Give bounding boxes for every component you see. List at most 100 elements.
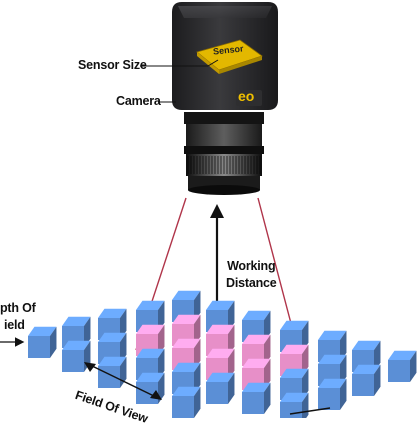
cube-top	[172, 290, 201, 300]
callouts	[0, 59, 219, 347]
cube-side	[264, 334, 271, 366]
cube-side	[340, 330, 347, 362]
depth-of-field-line-2: ield	[4, 318, 25, 332]
cube-top	[280, 320, 309, 330]
cube	[318, 330, 347, 362]
cube-top	[318, 354, 347, 364]
camera-body	[172, 2, 278, 110]
cube-side	[158, 348, 165, 380]
working-distance-head-up	[210, 204, 224, 218]
cube-top	[280, 368, 309, 378]
cube-side	[120, 308, 127, 340]
cube	[98, 356, 127, 388]
cube-top	[62, 316, 91, 326]
cube-side	[374, 340, 381, 372]
cube-side	[228, 300, 235, 332]
cube-top	[388, 350, 417, 360]
cube-front	[318, 388, 340, 410]
cube-top	[352, 340, 381, 350]
cube-side	[194, 290, 201, 322]
cube-top	[242, 358, 271, 368]
cube-side	[410, 350, 417, 382]
cube-side	[302, 320, 309, 352]
cube-side	[340, 378, 347, 410]
working-distance-label: Working Distance	[226, 258, 277, 292]
cube	[280, 392, 309, 424]
cube-side	[194, 338, 201, 370]
cube-side	[302, 344, 309, 376]
cube-side	[194, 362, 201, 394]
sensor-size-leader-tip	[207, 59, 219, 67]
cube-side	[84, 316, 91, 348]
object-cubes	[28, 290, 417, 424]
cube-top	[28, 326, 57, 336]
cube	[352, 364, 381, 396]
cube-top	[318, 378, 347, 388]
cube-side	[228, 372, 235, 404]
lens-barrel-icon	[184, 112, 264, 195]
cube-top	[62, 340, 91, 350]
cube-front	[280, 402, 302, 424]
lens-ring-upper	[186, 124, 262, 146]
cube-side	[302, 368, 309, 400]
cube-side	[50, 326, 57, 358]
cube	[172, 386, 201, 418]
cube-side	[228, 348, 235, 380]
cube-top	[206, 324, 235, 334]
cube-side	[264, 310, 271, 342]
cube-top	[136, 300, 165, 310]
cube-top	[280, 392, 309, 402]
cube-side	[264, 358, 271, 390]
cube-side	[194, 386, 201, 418]
cube-top	[172, 314, 201, 324]
cube-front	[28, 336, 50, 358]
cube-front	[98, 366, 120, 388]
working-distance-line-2: Distance	[226, 276, 277, 290]
cube-side	[120, 332, 127, 364]
cube-top	[206, 300, 235, 310]
cube-front	[388, 360, 410, 382]
cube	[172, 362, 201, 394]
lens-groove	[184, 146, 264, 154]
field-of-view-arrow	[84, 362, 331, 415]
cube-top	[98, 356, 127, 366]
cube	[388, 350, 417, 382]
cube-top	[172, 386, 201, 396]
cube-top	[206, 372, 235, 382]
cube-top	[206, 348, 235, 358]
sensor-side	[197, 52, 219, 74]
depth-of-field-label: pth Of ield	[0, 300, 36, 334]
camera-top-highlight	[178, 6, 272, 18]
cube	[28, 326, 57, 358]
cube-top	[242, 334, 271, 344]
cube-front	[206, 382, 228, 404]
cube-side	[264, 382, 271, 414]
cube-side	[158, 300, 165, 332]
cube	[242, 382, 271, 414]
cube-top	[98, 332, 127, 342]
focus-ring-knurl	[187, 156, 261, 174]
cube-side	[374, 364, 381, 396]
cube-top	[136, 324, 165, 334]
cube-top	[136, 348, 165, 358]
cube-side	[158, 324, 165, 356]
fov-shaft	[87, 363, 159, 399]
cube-front	[242, 392, 264, 414]
lens-mount	[184, 112, 264, 124]
fov-head-right	[150, 390, 162, 400]
cube-side	[228, 324, 235, 356]
cube-top	[318, 330, 347, 340]
fov-secondary-arrow	[289, 407, 331, 415]
cube-front	[62, 350, 84, 372]
cube-top	[280, 344, 309, 354]
cube	[206, 372, 235, 404]
cube-side	[340, 354, 347, 386]
cube-top	[242, 382, 271, 392]
camera-label: Camera	[116, 94, 161, 108]
fov-head-left	[84, 362, 96, 372]
lens-glass	[188, 185, 260, 195]
cube	[62, 340, 91, 372]
sensor-size-label: Sensor Size	[78, 58, 147, 72]
